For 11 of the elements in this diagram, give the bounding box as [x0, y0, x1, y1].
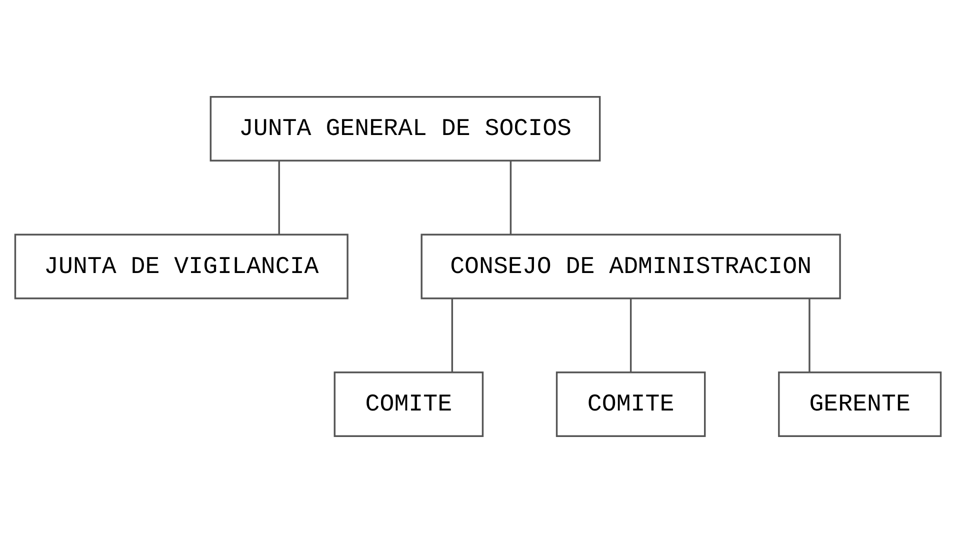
node-box: JUNTA DE VIGILANCIA	[14, 234, 348, 300]
node-box: COMITE	[556, 372, 706, 437]
connector	[630, 298, 632, 372]
connector	[808, 298, 810, 372]
node-box: GERENTE	[778, 372, 942, 437]
node-box: COMITE	[334, 372, 484, 437]
connector	[510, 160, 512, 234]
connector	[451, 298, 454, 372]
connector	[278, 160, 280, 234]
node-box: CONSEJO DE ADMINISTRACION	[420, 234, 841, 300]
node-box: JUNTA GENERAL DE SOCIOS	[210, 96, 601, 162]
